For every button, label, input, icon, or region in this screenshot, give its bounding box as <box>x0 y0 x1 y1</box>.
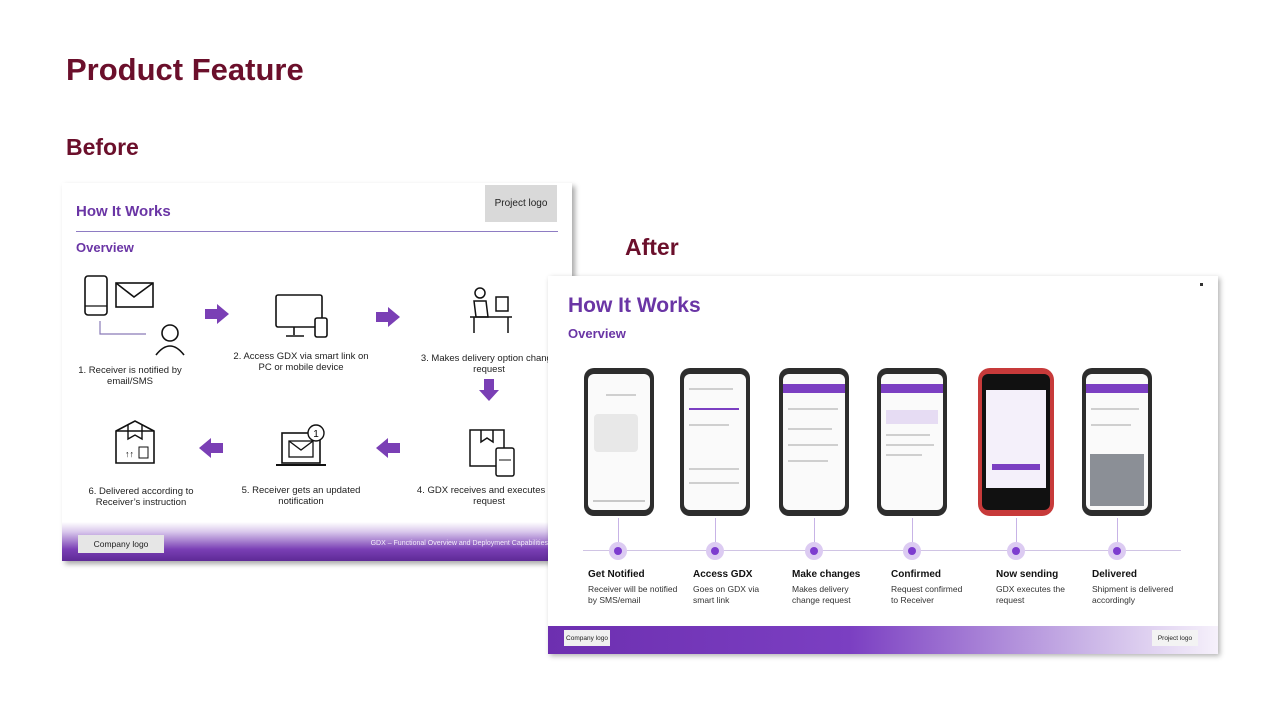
before-heading: How It Works <box>76 203 171 220</box>
arrow-down-icon <box>479 379 499 401</box>
step-6-label: 6. Delivered according to Receiver’s ins… <box>88 486 194 509</box>
phone-sms-screen <box>584 368 654 516</box>
package-icon: ↑↑ <box>115 420 155 464</box>
stage-title: Confirmed <box>891 569 941 580</box>
after-footer <box>548 626 1218 654</box>
stage-description: Makes delivery change request <box>792 584 851 605</box>
phone-tracking-screen <box>680 368 750 516</box>
after-slide: How It Works Overview <box>548 276 1218 654</box>
phone-mail-person-icon <box>84 275 185 356</box>
stage-title: Now sending <box>996 569 1059 580</box>
project-logo: Project logo <box>1152 630 1198 646</box>
step-5-label: 5. Receiver gets an updated notification <box>241 485 361 508</box>
timeline-dot <box>609 542 627 560</box>
stage-description: Request confirmed to Receiver <box>891 584 963 605</box>
after-heading: How It Works <box>568 294 701 317</box>
step-4-label: 4. GDX receives and executes the request <box>416 485 562 508</box>
stage-title: Delivered <box>1092 569 1138 580</box>
before-subheading: Overview <box>76 240 134 255</box>
arrow-left-icon <box>376 438 400 458</box>
laptop-mail-icon: 1 <box>276 424 326 466</box>
person-at-desk-icon <box>470 287 512 333</box>
box-phone-icon <box>469 429 515 477</box>
step-2-label: 2. Access GDX via smart link on PC or mo… <box>233 351 369 374</box>
footer-text: GDX – Functional Overview and Deployment… <box>370 540 548 547</box>
timeline-connector <box>912 518 913 546</box>
company-logo: Company logo <box>78 535 164 553</box>
project-logo: Project logo <box>485 185 557 222</box>
before-label: Before <box>66 134 139 160</box>
timeline-dot <box>903 542 921 560</box>
arrow-left-icon <box>199 438 223 458</box>
stage-title: Access GDX <box>693 569 753 580</box>
divider <box>76 231 558 232</box>
page-title: Product Feature <box>66 52 304 87</box>
after-subheading: Overview <box>568 326 626 341</box>
arrow-right-icon <box>376 307 400 327</box>
monitor-icon <box>275 294 328 338</box>
timeline-connector <box>1117 518 1118 546</box>
step-1-label: 1. Receiver is notified by email/SMS <box>78 365 182 388</box>
phone-delivered-screen <box>1082 368 1152 516</box>
before-slide: How It Works Overview Project logo 1. Re… <box>62 183 572 561</box>
phone-confirmed-screen <box>877 368 947 516</box>
svg-text:↑↑: ↑↑ <box>125 449 134 459</box>
svg-text:1: 1 <box>313 429 319 440</box>
stage-description: Goes on GDX via smart link <box>693 584 760 605</box>
company-logo: Company logo <box>564 630 610 646</box>
stage-title: Make changes <box>792 569 861 580</box>
phone-options-screen <box>779 368 849 516</box>
timeline-connector <box>814 518 815 546</box>
timeline-dot <box>805 542 823 560</box>
timeline-dot <box>706 542 724 560</box>
arrow-right-icon <box>205 304 229 324</box>
stage-description: Receiver will be notified by SMS/email <box>588 584 678 605</box>
timeline-dot <box>1108 542 1126 560</box>
handheld-scanner-device <box>978 368 1054 516</box>
timeline-connector <box>715 518 716 546</box>
timeline-connector <box>618 518 619 546</box>
timeline-line <box>583 550 1181 551</box>
timeline-connector <box>1016 518 1017 546</box>
step-3-label: 3. Makes delivery option change request <box>420 353 558 376</box>
stage-description: Shipment is delivered accordingly <box>1092 584 1174 605</box>
after-label: After <box>625 234 679 260</box>
stage-description: GDX executes the request <box>996 584 1065 605</box>
corner-dot <box>1200 283 1203 286</box>
timeline-dot <box>1007 542 1025 560</box>
stage-title: Get Notified <box>588 569 645 580</box>
